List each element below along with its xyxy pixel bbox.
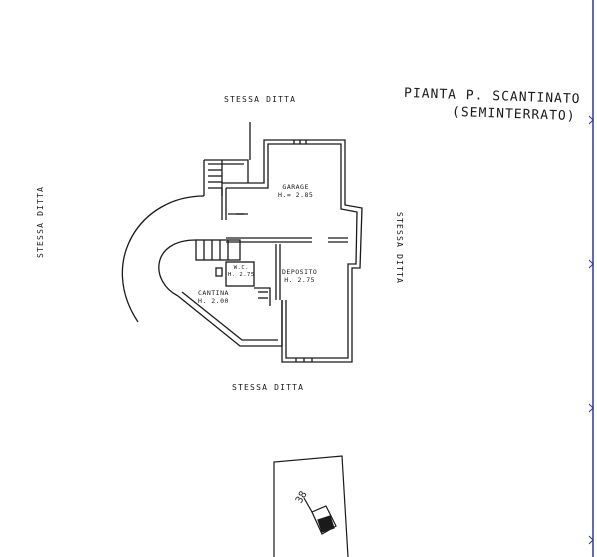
room-height: H. 2.75: [284, 276, 316, 284]
room-garage: GARAGE H.= 2.85: [278, 183, 313, 199]
edge-arrow-mark: [588, 115, 594, 125]
boundary-label-right: STESSA DITTA: [395, 212, 404, 285]
boundary-label-left: STESSA DITTA: [36, 185, 45, 258]
room-name: CANTINA: [198, 289, 229, 297]
room-name: GARAGE: [282, 183, 309, 191]
room-name: W.C.: [233, 265, 249, 271]
edge-arrow-mark: [588, 259, 594, 269]
building-outline: [121, 122, 363, 363]
boundary-label-top: STESSA DITTA: [224, 95, 297, 104]
room-wc: W.C. H. 2.75: [228, 265, 255, 279]
boundary-label-bottom: STESSA DITTA: [232, 383, 305, 392]
room-name: DEPOSITO: [282, 268, 318, 276]
room-height: H. 2.00: [198, 297, 229, 305]
room-height: H. 2.75: [228, 272, 255, 278]
room-deposito: DEPOSITO H. 2.75: [282, 268, 317, 284]
edge-arrow-mark: [588, 535, 594, 545]
edge-arrow-mark: [588, 403, 594, 413]
site-plan-inset: [273, 455, 349, 557]
room-cantina: CANTINA H. 2.00: [198, 289, 229, 305]
room-height: H.= 2.85: [278, 191, 314, 199]
